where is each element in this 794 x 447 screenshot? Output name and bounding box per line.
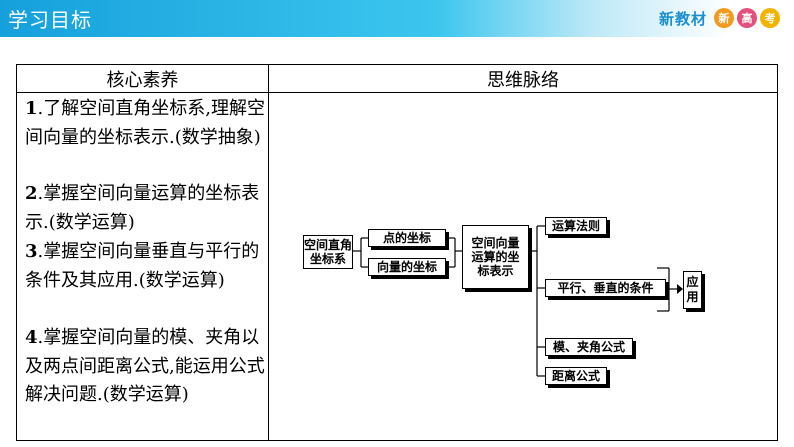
- goal-text: .掌握空间向量垂直与平行的条件及其应用.(数学运算): [25, 241, 260, 291]
- node-distance: 距离公式: [545, 367, 607, 385]
- goal-text: .掌握空间向量的模、夹角以及两点间距离公式,能运用公式解决问题.(数学运算): [25, 327, 265, 405]
- node-modulus-angle: 模、夹角公式: [545, 338, 633, 356]
- header-mind-map: 思维脉络: [269, 65, 777, 93]
- goal-number: 3: [25, 241, 38, 262]
- goals-column: 1.了解空间直角坐标系,理解空间向量的坐标表示.(数学抽象) 2.掌握空间向量运…: [17, 93, 269, 440]
- badge-gao: 高: [737, 8, 757, 28]
- node-vector-coordinates: 向量的坐标: [368, 258, 446, 276]
- header-bar: 学习目标 新教材 新 高 考: [0, 0, 794, 37]
- goal-item-4: 4.掌握空间向量的模、夹角以及两点间距离公式,能运用公式解决问题.(数学运算): [25, 324, 269, 410]
- mind-map-diagram: 空间直角坐标系 点的坐标 向量的坐标 空间向量运算的坐标表示 运算法则 平行、垂…: [269, 93, 777, 440]
- goal-number: 2: [25, 183, 38, 204]
- badge-kao: 考: [760, 8, 780, 28]
- node-parallel-perpendicular: 平行、垂直的条件: [545, 279, 666, 297]
- brand-logo: 新教材 新 高 考: [659, 6, 780, 30]
- objectives-table: 核心素养 思维脉络 1.了解空间直角坐标系,理解空间向量的坐标表示.(数学抽象)…: [16, 64, 778, 441]
- goal-text: .掌握空间向量运算的坐标表示.(数学运算): [25, 183, 260, 233]
- badge-xin: 新: [714, 8, 734, 28]
- node-point-coordinates: 点的坐标: [368, 229, 446, 247]
- node-middle: 空间向量运算的坐标表示: [462, 225, 529, 289]
- goal-number: 4: [25, 327, 38, 348]
- goal-item-1: 1.了解空间直角坐标系,理解空间向量的坐标表示.(数学抽象): [25, 95, 269, 152]
- node-operation-rules: 运算法则: [545, 217, 607, 235]
- goal-number: 1: [25, 98, 38, 119]
- goal-item-3: 3.掌握空间向量垂直与平行的条件及其应用.(数学运算): [25, 238, 269, 295]
- connector-lines: [353, 225, 683, 377]
- section-title: 学习目标: [8, 8, 92, 32]
- node-application: 应用: [683, 271, 702, 309]
- brand-text: 新教材: [658, 9, 707, 28]
- header-core-literacy: 核心素养: [17, 65, 269, 93]
- node-root: 空间直角坐标系: [303, 235, 353, 269]
- goal-text: .了解空间直角坐标系,理解空间向量的坐标表示.(数学抽象): [25, 98, 265, 148]
- goal-item-2: 2.掌握空间向量运算的坐标表示.(数学运算): [25, 180, 269, 237]
